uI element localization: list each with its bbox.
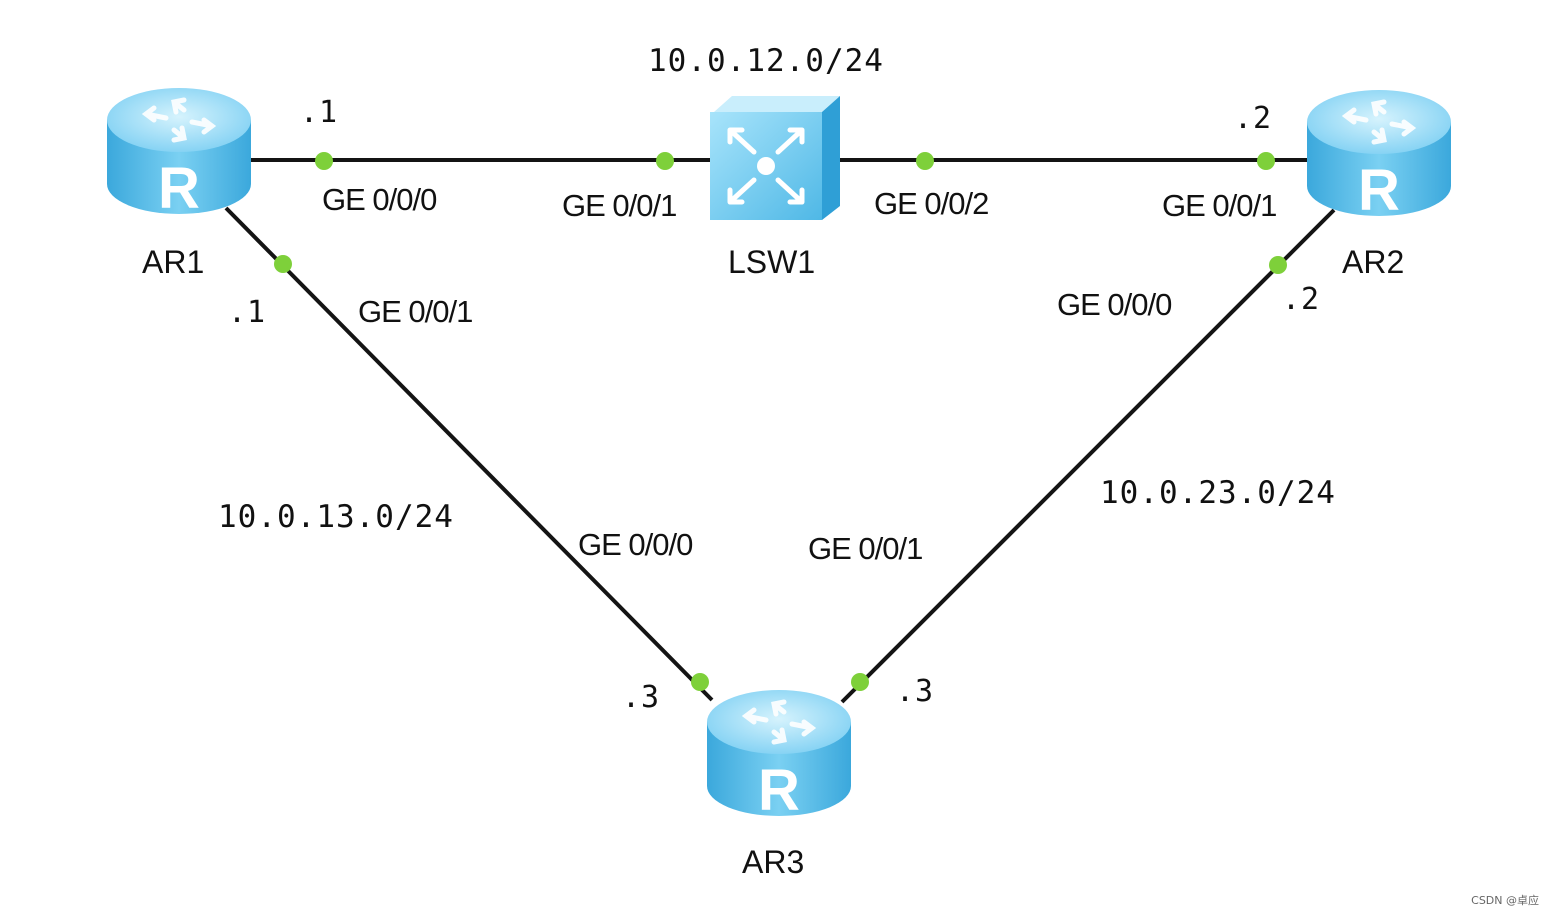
host-id-label: .1 xyxy=(228,295,267,330)
port-dot xyxy=(274,255,292,273)
interface-label: GE 0/0/1 xyxy=(358,294,473,329)
interface-label: GE 0/0/0 xyxy=(1057,287,1172,322)
port-dot xyxy=(1257,152,1275,170)
network-label-13: 10.0.13.0/24 xyxy=(218,499,454,535)
port-dot xyxy=(691,673,709,691)
router-icon[interactable]: R xyxy=(704,686,854,822)
host-id-label: .1 xyxy=(300,95,339,130)
router-icon[interactable]: R xyxy=(1304,86,1454,222)
host-id-label: .3 xyxy=(622,680,661,715)
port-dot xyxy=(656,152,674,170)
network-label-12: 10.0.12.0/24 xyxy=(648,43,884,79)
device-label-ar2: AR2 xyxy=(1342,244,1405,280)
host-id-label: .2 xyxy=(1282,282,1321,317)
device-label-ar3: AR3 xyxy=(742,844,805,880)
interface-label: GE 0/0/0 xyxy=(578,527,693,562)
link-ar1-ar3 xyxy=(224,206,714,702)
network-label-23: 10.0.23.0/24 xyxy=(1100,475,1336,511)
port-dot xyxy=(916,152,934,170)
svg-text:R: R xyxy=(1358,158,1400,222)
watermark: CSDN @卓应 xyxy=(1471,894,1539,907)
port-dot xyxy=(1269,256,1287,274)
interface-label: GE 0/0/1 xyxy=(808,531,923,566)
interface-label: GE 0/0/1 xyxy=(1162,188,1277,223)
host-id-label: .2 xyxy=(1234,101,1273,136)
switch-icon[interactable] xyxy=(706,94,844,224)
router-icon[interactable]: R xyxy=(104,84,254,220)
interface-label: GE 0/0/0 xyxy=(322,182,437,217)
svg-text:R: R xyxy=(758,758,800,822)
link-ar2-ar3 xyxy=(840,208,1336,704)
device-label-lsw1: LSW1 xyxy=(728,244,816,280)
host-id-label: .3 xyxy=(896,674,935,709)
port-dot xyxy=(315,152,333,170)
svg-text:R: R xyxy=(158,156,200,220)
interface-label: GE 0/0/2 xyxy=(874,186,989,221)
interface-label: GE 0/0/1 xyxy=(562,188,677,223)
device-label-ar1: AR1 xyxy=(142,244,205,280)
port-dot xyxy=(851,673,869,691)
